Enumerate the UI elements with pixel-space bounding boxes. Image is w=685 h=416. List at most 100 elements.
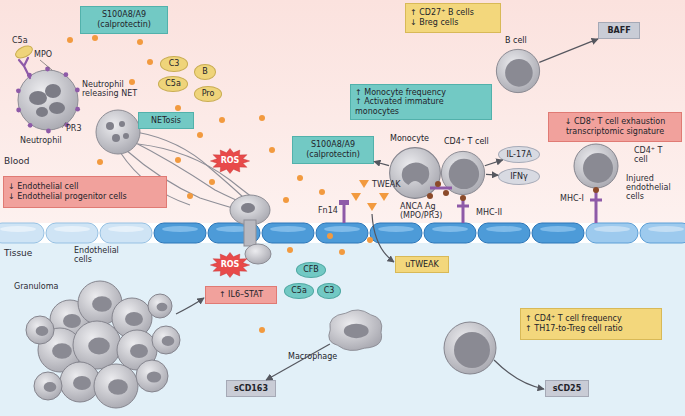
node-text: C3 [324, 286, 335, 296]
macrophage-body [329, 310, 382, 351]
t-cell [574, 144, 618, 188]
node-text: ROS [221, 156, 240, 166]
text-label: Tissue [4, 248, 32, 258]
c5a-receptor [19, 58, 30, 78]
cell-graphic [440, 150, 486, 196]
anca-antigen-dot [435, 181, 441, 187]
finding-box: ↑ IL6–STAT [205, 286, 277, 304]
endothelial-highlight [162, 226, 198, 232]
anca-antigen-dot [443, 190, 449, 196]
monocyte-nucleus [402, 162, 429, 184]
neutrophil-nucleus-lobe [49, 102, 65, 114]
anca-antigen-dot [460, 195, 466, 201]
net-neutrophil-cell [96, 110, 140, 154]
text-label: MPO [34, 50, 52, 59]
endothelial-highlight [0, 226, 36, 232]
mpo-pr3-dot [28, 123, 33, 128]
s100-dot [367, 237, 373, 243]
soluble-marker-box: BAFF [598, 22, 640, 39]
neutrophil-cell [18, 70, 78, 130]
transmigrating-neutrophil [245, 244, 271, 264]
node-text: B [202, 67, 208, 77]
endothelial-cell [0, 223, 44, 243]
text-label: Neutrophil releasing NET [82, 80, 148, 98]
node-text: B cell [505, 36, 527, 46]
complement-oval: C3 [317, 283, 341, 299]
node-text: ↑ CD27⁺ B cells [410, 8, 474, 18]
text-label: TWEAK [372, 180, 401, 189]
cytokine-oval: IFNγ [498, 168, 540, 185]
node-text: ↓ Endothelial progenitor cells [8, 192, 127, 202]
node-text: ↑ Monocyte frequency [355, 88, 446, 98]
s100-dot [209, 179, 215, 185]
text-label: ANCA Ag (MPO/PR3) [400, 202, 452, 220]
neutrophil-nucleus-lobe [241, 203, 255, 213]
endothelial-highlight [432, 226, 468, 232]
endothelial-highlight [486, 226, 522, 232]
granuloma-nucleus [36, 326, 49, 336]
ros-burst: ROS [210, 148, 250, 174]
mpo-pr3-dot [75, 88, 80, 93]
node-text: sCD163 [234, 384, 268, 394]
b-cell: B cell [495, 48, 541, 94]
tweak-trimer [351, 193, 361, 201]
fn14-receptor [343, 204, 346, 223]
antigen-dot [593, 187, 599, 193]
text-label: CD4⁺ T cell [634, 146, 670, 164]
s100-dot [197, 132, 203, 138]
net-nucleus-fragment [112, 134, 120, 142]
cell-body [390, 148, 441, 199]
text-label: Granuloma [14, 282, 58, 291]
soluble-marker-box: sCD25 [545, 380, 589, 397]
node-text: sCD25 [553, 384, 581, 394]
ros-burst: ROS [210, 252, 250, 278]
text-label: Injured endothelial cells [626, 174, 684, 202]
connector-arrow [374, 162, 389, 166]
complement-oval: C3 [160, 56, 188, 72]
endothelial-cell [370, 223, 422, 243]
mpo-pr3-dot [46, 129, 51, 134]
finding-box: ↑ CD27⁺ B cells↓ Breg cells [405, 3, 501, 33]
connector-arrow [485, 160, 503, 166]
s100-dot [287, 247, 293, 253]
ros-star [210, 148, 249, 173]
finding-box: ↓ Endothelial cell↓ Endothelial progenit… [3, 176, 167, 208]
granuloma-nucleus [92, 296, 112, 311]
cell-body [441, 151, 484, 194]
neutrophil-nucleus-lobe [29, 91, 47, 105]
s100-dot [175, 157, 181, 163]
s100-dot [219, 117, 225, 123]
granuloma-nucleus [108, 379, 128, 394]
s100-dot [175, 105, 181, 111]
biomarker-box: uTWEAK [395, 256, 449, 273]
net-nucleus-fragment [123, 133, 129, 139]
endothelial-highlight [378, 226, 414, 232]
net-nucleus-fragment [106, 122, 114, 130]
node-text: CD4⁺ T cell [444, 137, 489, 147]
cell-graphic [324, 306, 386, 354]
blood-region [0, 0, 685, 223]
text-label: Neutrophil [20, 136, 62, 145]
tweak-trimer [367, 203, 377, 211]
s100-dot [327, 233, 333, 239]
granuloma-cell [136, 360, 168, 392]
s100-dot [297, 175, 303, 181]
c5a-ligand [14, 44, 35, 61]
granuloma-nucleus [52, 343, 72, 358]
tweak-trimer [359, 180, 369, 188]
endothelial-highlight [594, 226, 630, 232]
granuloma-cell [94, 364, 138, 408]
endothelial-cell [46, 223, 98, 243]
complement-oval: C5a [158, 76, 188, 92]
mpo-pr3-dot [16, 88, 21, 93]
granuloma-cell [34, 372, 62, 400]
endothelial-cell [640, 223, 685, 243]
endothelial-highlight [648, 226, 684, 232]
node-text: C5a [291, 286, 307, 296]
complement-oval: B [194, 64, 216, 80]
endothelial-highlight [108, 226, 144, 232]
node-text: ↑ Activated immature monocytes [355, 97, 487, 116]
